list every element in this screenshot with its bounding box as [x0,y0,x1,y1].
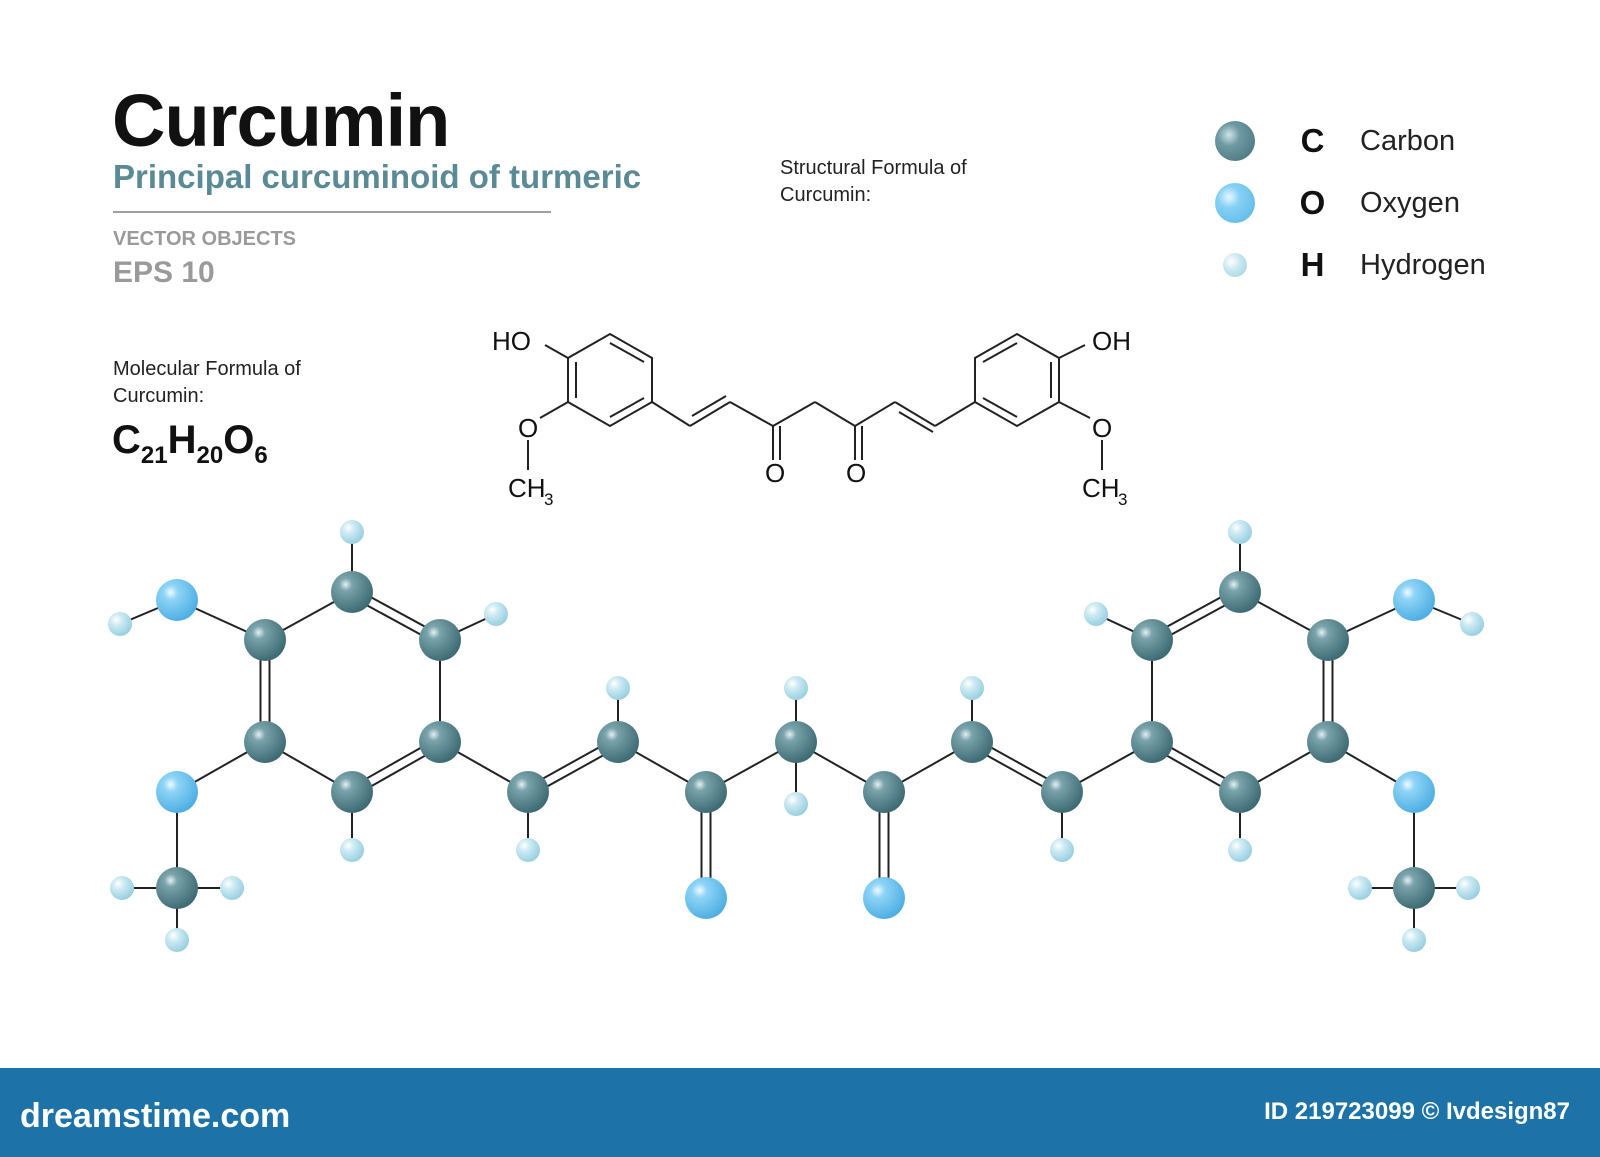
legend-name: Oxygen [1360,186,1460,219]
carbon-atom [1307,619,1349,661]
carbon-atom [419,619,461,661]
page-subtitle: Principal curcuminoid of turmeric [113,158,642,195]
image-id: ID 219723099 © Ivdesign87 [1264,1098,1570,1125]
formula-o: O [223,418,255,462]
hydrogen-atom [340,838,364,862]
carbon-atom [685,771,727,813]
eps-label: EPS 10 [113,256,215,289]
carbon-atom [331,571,373,613]
carbon-ball-icon [1215,121,1255,161]
formula-h: H [167,418,197,462]
molecular-formula: C21H20O6 [112,418,268,470]
hydrogen-atom [606,676,630,700]
carbon-atom [597,721,639,763]
structural-formula-diagram: HO OH O O O O CH 3 CH 3 [492,326,1131,509]
legend-carbon: C Carbon [1215,116,1455,166]
carbon-atom [1131,619,1173,661]
carbon-atom [775,721,817,763]
atom-ch3-right: CH [1082,473,1120,503]
carbon-atom [419,721,461,763]
hydrogen-atom [960,676,984,700]
hydrogen-atom [484,602,508,626]
atom-o-keto2: O [846,458,866,488]
carbon-atom [1393,867,1435,909]
carbon-atom [244,619,286,661]
oxygen-atom [1393,771,1435,813]
hydrogen-atom [1402,928,1426,952]
hydrogen-atom [1456,876,1480,900]
carbon-atom [951,721,993,763]
formula-c: C [112,418,141,462]
page-title: Curcumin [112,79,450,162]
molecular-label-line2: Curcumin: [113,385,205,407]
atom-oh-right: OH [1092,326,1131,356]
legend-symbol: O [1299,184,1326,221]
carbon-atom [156,867,198,909]
vector-label: VECTOR OBJECTS [113,228,296,250]
formula-c-count: 21 [140,442,168,469]
oxygen-atom [1393,579,1435,621]
structural-formula-label: Structural Formula of Curcumin: [780,155,967,209]
hydrogen-atom [165,928,189,952]
oxygen-atom [685,877,727,919]
atom-ch3-left: CH [508,473,546,503]
ball-and-stick-model [108,520,1484,952]
carbon-atom [1041,771,1083,813]
carbon-atom [1131,721,1173,763]
hydrogen-atom [784,792,808,816]
title-divider [113,211,551,213]
hydrogen-atom [340,520,364,544]
hydrogen-atom [108,612,132,636]
oxygen-atom [156,771,198,813]
footer-bar [0,1068,1600,1157]
model-atoms [108,520,1484,952]
carbon-atom [507,771,549,813]
atom-o-left: O [518,413,538,443]
carbon-atom [1219,571,1261,613]
molecular-formula-label: Molecular Formula of Curcumin: [113,356,301,410]
atom-ch3-left-sub: 3 [544,490,553,509]
carbon-atom [1307,721,1349,763]
legend-symbol: H [1300,246,1325,283]
molecular-label-line1: Molecular Formula of [113,358,301,380]
hydrogen-atom [1050,838,1074,862]
atom-o-right: O [1092,413,1112,443]
hydrogen-atom [1348,876,1372,900]
carbon-atom [244,721,286,763]
carbon-atom [331,771,373,813]
hydrogen-atom [110,876,134,900]
legend-name: Carbon [1360,124,1456,157]
atom-ho-left: HO [492,326,531,356]
oxygen-atom [863,877,905,919]
hydrogen-atom [516,838,540,862]
hydrogen-atom [1460,612,1484,636]
hydrogen-atom [1228,838,1252,862]
structural-label-line1: Structural Formula of [780,157,967,179]
legend-symbol: C [1300,122,1325,159]
hydrogen-ball-icon [1223,253,1247,277]
atom-ch3-right-sub: 3 [1118,490,1127,509]
legend-name: Hydrogen [1360,248,1486,281]
oxygen-atom [156,579,198,621]
carbon-atom [863,771,905,813]
hydrogen-atom [784,676,808,700]
hydrogen-atom [1084,602,1108,626]
legend-hydrogen: H Hydrogen [1215,240,1486,290]
structural-label-line2: Curcumin: [780,184,872,206]
legend-oxygen: O Oxygen [1215,178,1460,228]
atom-o-keto1: O [765,458,785,488]
brand-logo[interactable]: dreamstime.com [20,1097,291,1135]
hydrogen-atom [1228,520,1252,544]
oxygen-ball-icon [1215,183,1255,223]
formula-h-count: 20 [196,442,224,469]
hydrogen-atom [220,876,244,900]
carbon-atom [1219,771,1261,813]
skeletal-bonds [527,332,1103,470]
formula-o-count: 6 [254,442,268,469]
